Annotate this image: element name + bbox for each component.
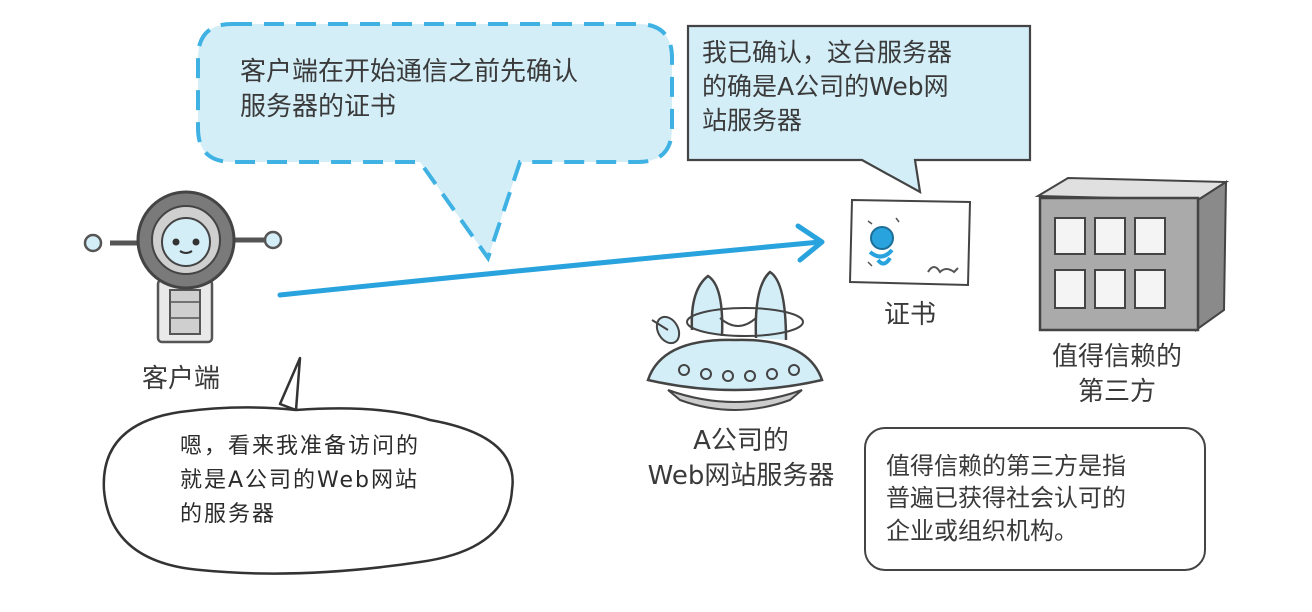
verified-text: 我已确认，这台服务器 的确是A公司的Web网 站服务器 [702,36,952,137]
third-party-note-line: 值得信赖的第三方是指 [886,452,1126,480]
trusted-third-party-building-icon [1034,176,1230,332]
connection-arrow [277,223,825,298]
third-party-note-line: 普遍已获得社会认可的 [886,484,1126,513]
verified-line: 我已确认，这台服务器 [702,38,953,67]
verified-speech-bubble [686,24,1032,195]
client-thought-bubble [196,22,674,263]
client-speech-bubble [102,356,514,575]
trusted-party-label-line: 第三方 [1077,377,1156,408]
client-speech-text: 嗯，看来我准备访问的 就是A公司的Web网站 的服务器 [180,430,420,532]
web-server-ufo-icon [646,270,824,411]
verified-line: 的确是A公司的Web网 [702,71,949,101]
trusted-party-label: 值得信赖的 第三方 [1042,340,1192,410]
client-speech-line: 的服务器 [180,502,277,528]
certificate-label: 证书 [884,300,937,330]
client-robot-icon [83,190,283,344]
server-label-line: Web网站服务器 [647,461,835,492]
client-thought-line: 服务器的证书 [240,92,397,123]
certificate-icon [848,198,972,287]
client-thought-line: 客户端在开始通信之前先确认 [240,57,579,87]
client-thought-text: 客户端在开始通信之前先确认 服务器的证书 [240,55,578,125]
third-party-note-text: 值得信赖的第三方是指 普遍已获得社会认可的 企业或组织机构。 [886,450,1126,547]
server-label: A公司的 Web网站服务器 [636,424,846,494]
client-speech-line: 就是A公司的Web网站 [180,468,420,494]
server-label-line: A公司的 [693,426,789,456]
third-party-note-line: 企业或组织机构。 [886,516,1078,545]
client-speech-line: 嗯，看来我准备访问的 [180,434,421,459]
third-party-note-box [864,427,1206,571]
verified-line: 站服务器 [702,105,803,135]
client-label: 客户端 [142,364,221,394]
trusted-party-label-line: 值得信赖的 [1051,342,1182,372]
